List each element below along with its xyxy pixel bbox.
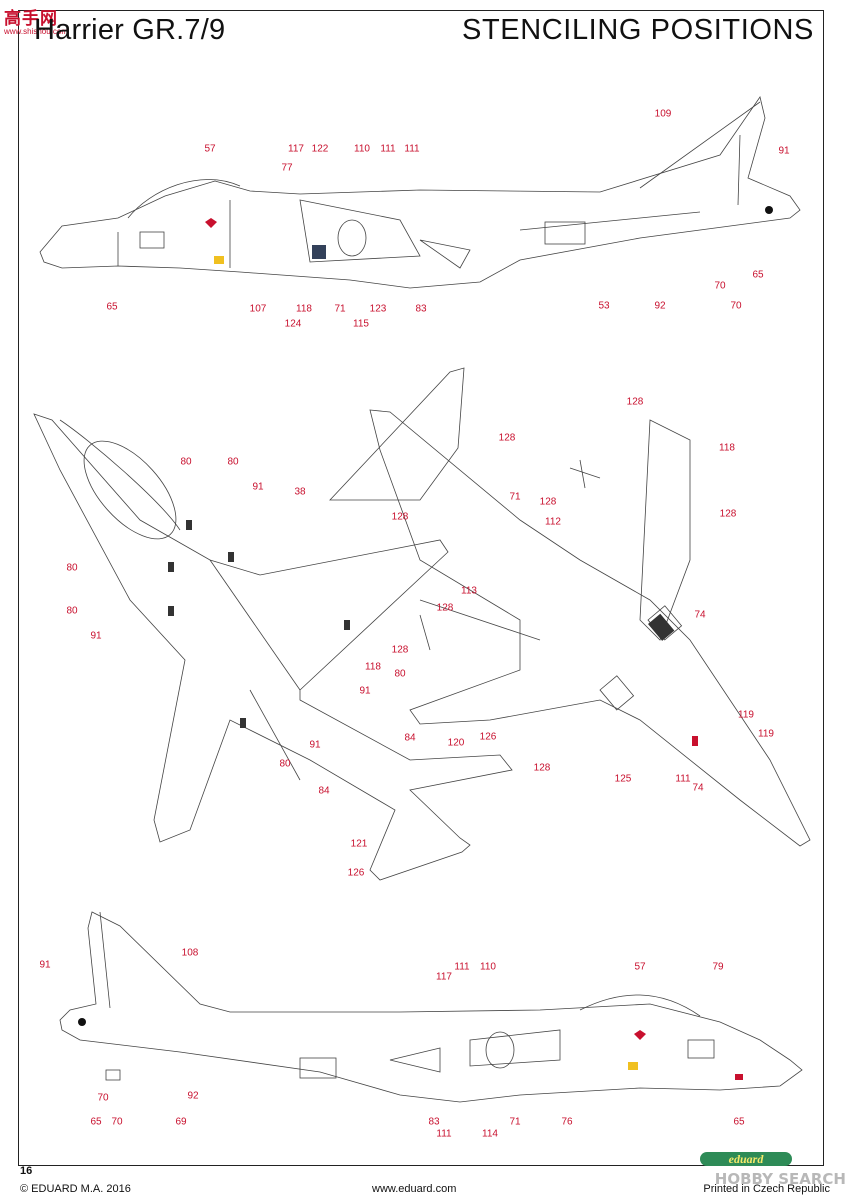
stencil-label-65: 65 bbox=[106, 301, 118, 313]
stencil-label-122: 122 bbox=[311, 143, 329, 155]
watermark-url: www.shishou.com bbox=[4, 27, 69, 36]
stencil-label-119: 119 bbox=[738, 709, 754, 721]
stencil-label-92: 92 bbox=[654, 300, 666, 312]
stencil-label-91: 91 bbox=[90, 630, 102, 642]
stencil-label-112: 112 bbox=[545, 516, 561, 528]
stencil-label-74: 74 bbox=[692, 782, 704, 794]
stencil-label-91: 91 bbox=[778, 145, 790, 157]
stencil-label-111: 111 bbox=[380, 143, 396, 155]
stencil-label-80: 80 bbox=[66, 605, 78, 617]
stencil-label-128: 128 bbox=[436, 602, 454, 614]
stencil-label-118: 118 bbox=[719, 442, 735, 454]
stencil-label-128: 128 bbox=[391, 511, 409, 523]
stencil-label-91: 91 bbox=[359, 685, 371, 697]
printed-in: Printed in Czech Republic bbox=[703, 1183, 830, 1195]
stencil-label-80: 80 bbox=[66, 562, 78, 574]
stencil-label-119: 119 bbox=[758, 728, 774, 740]
page-frame bbox=[18, 10, 824, 1166]
side-view-left bbox=[39, 96, 801, 289]
stencil-label-118: 118 bbox=[296, 303, 312, 315]
stencil-label-128: 128 bbox=[719, 508, 737, 520]
stencil-label-57: 57 bbox=[204, 143, 216, 155]
page-number: 16 bbox=[20, 1165, 33, 1177]
hobby-search-watermark: HOBBY SEARCH bbox=[714, 1170, 846, 1188]
stencil-label-83: 83 bbox=[428, 1116, 440, 1128]
side-view-right bbox=[59, 911, 803, 1103]
stencil-label-70: 70 bbox=[730, 300, 742, 312]
stencil-label-118: 118 bbox=[365, 661, 381, 673]
stencil-label-117: 117 bbox=[288, 143, 304, 155]
stencil-label-70: 70 bbox=[714, 280, 726, 292]
stencil-label-117: 117 bbox=[436, 971, 452, 983]
stencil-label-91: 91 bbox=[39, 959, 51, 971]
aircraft-title: Harrier GR.7/9 bbox=[34, 14, 226, 46]
top-bottom-markings bbox=[168, 520, 698, 746]
stencil-label-65: 65 bbox=[90, 1116, 102, 1128]
stencil-label-53: 53 bbox=[598, 300, 610, 312]
stencil-label-69: 69 bbox=[175, 1116, 187, 1128]
stencil-label-111: 111 bbox=[436, 1128, 452, 1140]
stencil-label-109: 109 bbox=[654, 108, 672, 120]
stencil-label-80: 80 bbox=[394, 668, 406, 680]
stencil-label-92: 92 bbox=[187, 1090, 199, 1102]
stencil-label-74: 74 bbox=[694, 609, 706, 621]
stencil-label-80: 80 bbox=[180, 456, 192, 468]
stencil-label-80: 80 bbox=[227, 456, 239, 468]
copyright: © EDUARD M.A. 2016 bbox=[20, 1183, 131, 1195]
side-left-markings bbox=[205, 206, 773, 264]
stencil-label-70: 70 bbox=[97, 1092, 109, 1104]
stencil-label-128: 128 bbox=[498, 432, 516, 444]
stencil-label-128: 128 bbox=[391, 644, 409, 656]
section-title: STENCILING POSITIONS bbox=[462, 14, 814, 46]
stencil-label-108: 108 bbox=[181, 947, 199, 959]
stencil-label-120: 120 bbox=[447, 737, 465, 749]
top-view bbox=[33, 367, 513, 881]
stencil-label-84: 84 bbox=[404, 732, 416, 744]
stencil-label-80: 80 bbox=[279, 758, 291, 770]
stencil-label-91: 91 bbox=[252, 481, 264, 493]
stencil-label-128: 128 bbox=[533, 762, 551, 774]
stencil-label-128: 128 bbox=[539, 496, 557, 508]
stencil-label-71: 71 bbox=[334, 303, 346, 315]
stencil-label-121: 121 bbox=[350, 838, 368, 850]
stencil-label-126: 126 bbox=[347, 867, 365, 879]
stencil-label-111: 111 bbox=[404, 143, 420, 155]
side-right-markings bbox=[78, 1018, 743, 1080]
stencil-label-124: 124 bbox=[284, 318, 302, 330]
stencil-label-83: 83 bbox=[415, 303, 427, 315]
stencil-label-91: 91 bbox=[309, 739, 321, 751]
stencil-label-123: 123 bbox=[369, 303, 387, 315]
stencil-label-115: 115 bbox=[353, 318, 369, 330]
stencil-label-125: 125 bbox=[614, 773, 632, 785]
stencil-label-38: 38 bbox=[294, 486, 306, 498]
stencil-label-111: 111 bbox=[454, 961, 470, 973]
stencil-label-114: 114 bbox=[482, 1128, 498, 1140]
stencil-label-70: 70 bbox=[111, 1116, 123, 1128]
stencil-label-126: 126 bbox=[479, 731, 497, 743]
stencil-label-107: 107 bbox=[249, 303, 267, 315]
eduard-logo: eduard bbox=[700, 1152, 792, 1166]
stencil-label-113: 113 bbox=[461, 585, 477, 597]
stencil-label-110: 110 bbox=[354, 143, 370, 155]
stencil-label-65: 65 bbox=[752, 269, 764, 281]
stencil-label-77: 77 bbox=[281, 162, 293, 174]
stencil-label-76: 76 bbox=[561, 1116, 573, 1128]
watermark-logo: 高手网 www.shishou.com bbox=[4, 4, 70, 36]
stencil-label-110: 110 bbox=[480, 961, 496, 973]
stencil-label-128: 128 bbox=[626, 396, 644, 408]
stencil-label-71: 71 bbox=[509, 1116, 521, 1128]
stencil-label-65: 65 bbox=[733, 1116, 745, 1128]
stencil-label-79: 79 bbox=[712, 961, 724, 973]
stencil-label-84: 84 bbox=[318, 785, 330, 797]
website: www.eduard.com bbox=[372, 1183, 457, 1195]
stencil-label-57: 57 bbox=[634, 961, 646, 973]
bottom-view bbox=[369, 409, 811, 847]
watermark-chars: 高手网 bbox=[4, 9, 58, 29]
stencil-label-71: 71 bbox=[509, 491, 521, 503]
stencil-label-111: 111 bbox=[675, 773, 691, 785]
